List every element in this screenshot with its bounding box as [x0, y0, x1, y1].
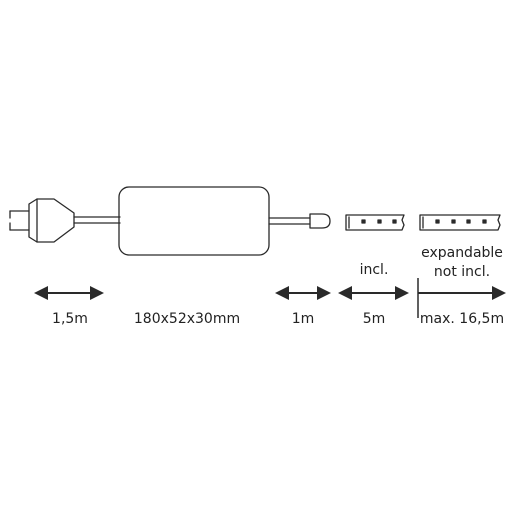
not-included-label: not incl. — [433, 264, 491, 280]
plug-cable-length-label: 1,5m — [52, 311, 88, 327]
strip-included-status-label: incl. — [359, 262, 389, 278]
connector-cable-length-label: 1m — [291, 311, 315, 327]
power-plug-icon — [9, 198, 121, 243]
controller-size-label: 180x52x30mm — [133, 311, 241, 327]
controller-box-icon — [118, 186, 311, 256]
expandable-label: expandable — [421, 245, 503, 261]
expandable-max-length-label: max. 16,5m — [419, 311, 505, 327]
led-strip-icon — [345, 214, 405, 231]
double-arrow-icon — [34, 286, 104, 300]
led-strip-icon — [419, 214, 501, 231]
strip-included-length-label: 5m — [362, 311, 386, 327]
connector-icon — [309, 213, 331, 229]
single-arrow-icon — [417, 278, 506, 318]
double-arrow-icon — [275, 286, 331, 300]
double-arrow-icon — [338, 286, 409, 300]
